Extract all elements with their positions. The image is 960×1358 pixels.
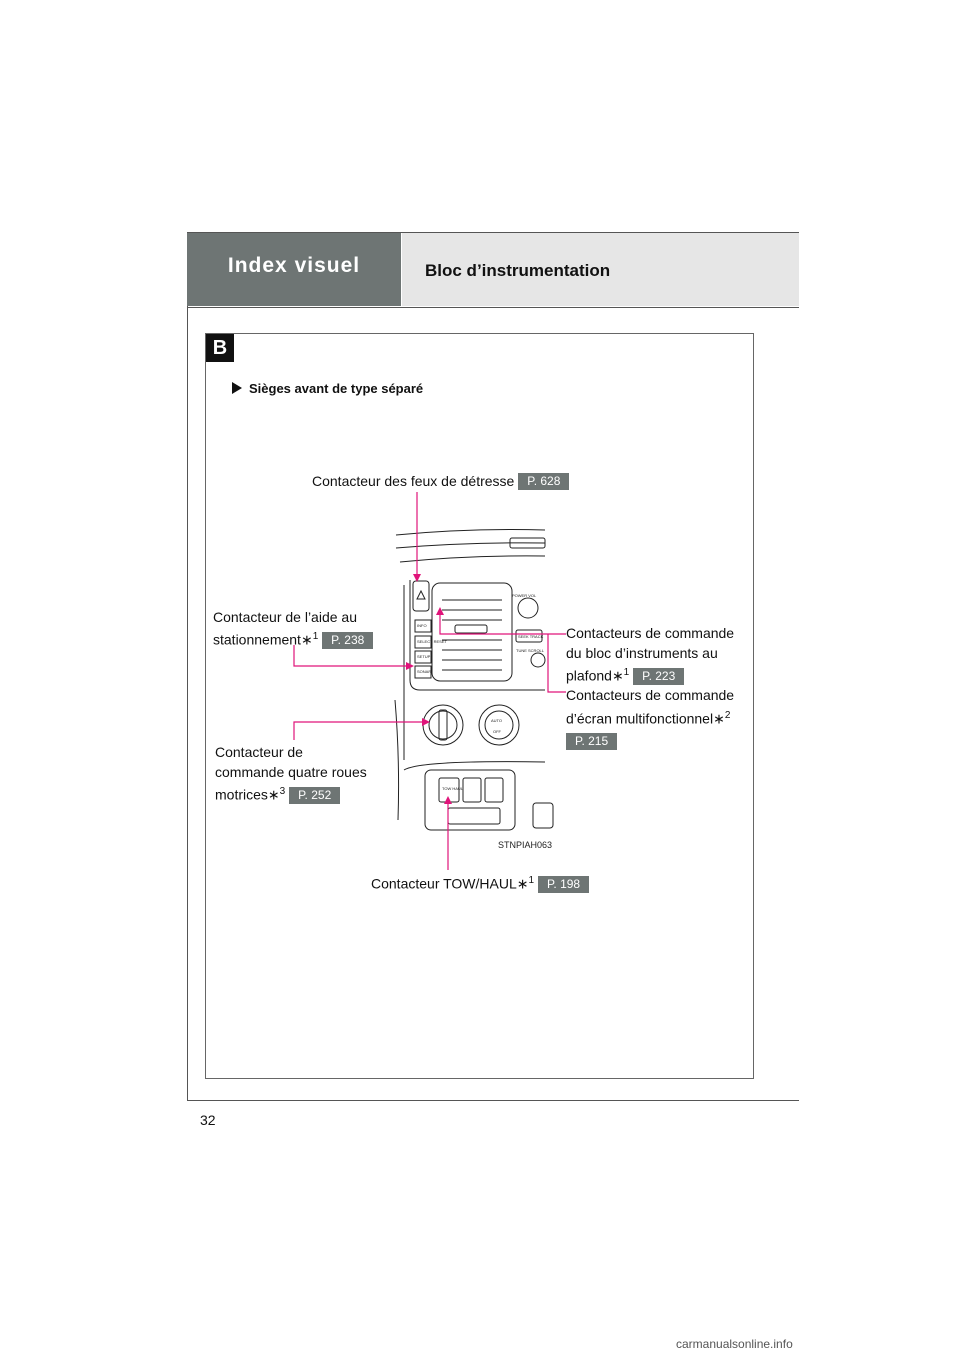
footnote-mark: 1 xyxy=(528,875,535,886)
figure-code: STNPIAH063 xyxy=(498,840,552,850)
parking-callout: Contacteur de l’aide au stationnement∗1 … xyxy=(213,608,374,650)
hazard-callout: Contacteur des feux de détresse P. 628 xyxy=(312,472,570,491)
subtitle-text: Sièges avant de type séparé xyxy=(249,381,424,396)
fourwd-label-line2: commande quatre roues xyxy=(215,763,367,780)
section-title: Bloc d’instrumentation xyxy=(425,261,611,280)
overhead-label-line2: du bloc d’instruments au xyxy=(566,644,718,661)
footnote-mark: 3 xyxy=(279,786,286,797)
watermark: carmanualsonline.info xyxy=(676,1337,793,1351)
tow-label: TOW HAUL xyxy=(442,786,464,791)
overhead-callout: Contacteurs de commande du bloc d’instru… xyxy=(566,624,734,686)
tow-label: Contacteur TOW/HAUL xyxy=(371,875,517,892)
seek-label: SEEK TRACK xyxy=(518,634,544,639)
content-panel xyxy=(205,333,754,1079)
parking-label-line1: Contacteur de l’aide au xyxy=(213,609,357,625)
sonar-button-label: SONAR xyxy=(417,669,431,674)
tow-callout: Contacteur TOW/HAUL∗1 P. 198 xyxy=(371,871,590,894)
parking-page-ref[interactable]: P. 238 xyxy=(322,631,374,649)
asterisk-mark: ∗ xyxy=(611,667,624,684)
overhead-label-line3: plafond xyxy=(566,667,612,684)
fourwd-label-line1: Contacteur de xyxy=(215,744,303,760)
subtitle: Sièges avant de type séparé xyxy=(232,381,423,396)
header-frame xyxy=(187,232,799,308)
asterisk-mark: ∗ xyxy=(267,786,280,803)
off-label: OFF xyxy=(493,729,502,734)
parking-label-line2: stationnement xyxy=(213,631,301,648)
info-button-label: INFO xyxy=(417,623,427,628)
fourwd-page-ref[interactable]: P. 252 xyxy=(289,786,341,804)
tow-page-ref[interactable]: P. 198 xyxy=(537,875,590,893)
asterisk-mark: ∗ xyxy=(516,875,529,892)
footnote-mark: 1 xyxy=(623,667,630,678)
multi-label-line2: d’écran multifonctionnel xyxy=(566,710,714,727)
power-label: POWER VOL xyxy=(512,593,537,598)
section-badge: B xyxy=(206,334,234,362)
fourwd-callout: Contacteur de commande quatre roues motr… xyxy=(215,743,367,805)
asterisk-mark: ∗ xyxy=(713,710,725,727)
asterisk-mark: ∗ xyxy=(300,631,313,648)
page-left-rule xyxy=(187,306,188,1101)
auto-label: AUTO xyxy=(491,718,502,723)
index-title: Index visuel xyxy=(227,254,361,277)
page-bottom-rule xyxy=(187,1100,799,1101)
fourwd-label-line3: motrices xyxy=(215,786,268,803)
multi-label-line1: Contacteurs de commande xyxy=(566,687,735,703)
tune-label: TUNE SCROLL xyxy=(516,648,545,653)
multi-display-callout: Contacteurs de commande d’écran multifon… xyxy=(566,686,734,751)
footnote-mark: 2 xyxy=(724,709,731,721)
overhead-page-ref[interactable]: P. 223 xyxy=(633,667,685,685)
select-button-label: SELECT RESET xyxy=(417,639,447,644)
multi-page-ref[interactable]: P. 215 xyxy=(566,732,618,750)
hazard-label: Contacteur des feux de détresse xyxy=(312,473,515,489)
hazard-page-ref[interactable]: P. 628 xyxy=(518,473,570,490)
header-light-band xyxy=(402,233,799,306)
arrow-right-icon xyxy=(232,382,242,394)
page-number: 32 xyxy=(200,1112,216,1128)
setup-button-label: SETUP xyxy=(417,654,431,659)
header-dark-tab xyxy=(187,233,401,306)
footnote-mark: 1 xyxy=(312,631,319,642)
overhead-label-line1: Contacteurs de commande xyxy=(566,625,735,641)
